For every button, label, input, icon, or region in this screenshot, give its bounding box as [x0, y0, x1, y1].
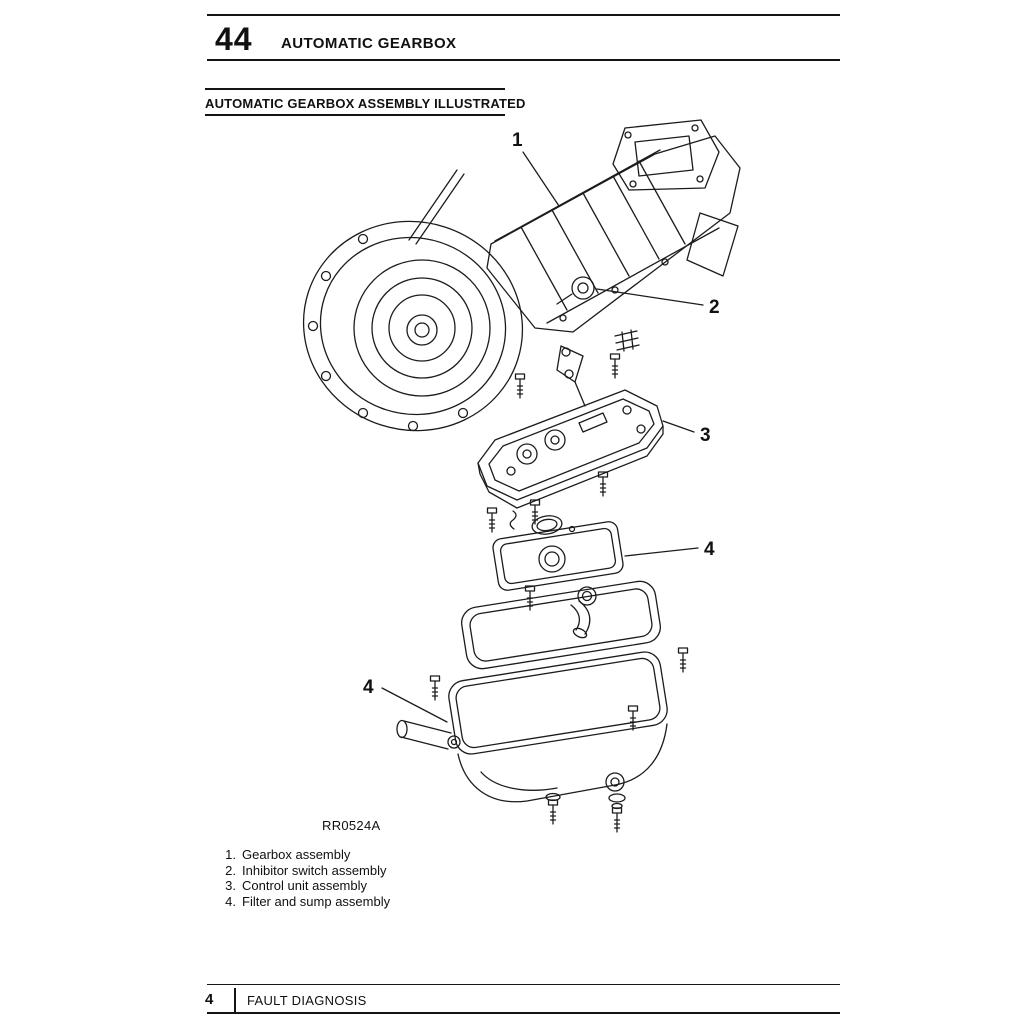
- callout-2-leader: [596, 288, 704, 306]
- list-item: 1. Gearbox assembly: [220, 847, 390, 863]
- breather-bracket: [614, 329, 640, 352]
- bolt: [627, 705, 639, 731]
- sump-pan: [448, 651, 668, 803]
- gearbox-body: [486, 135, 741, 333]
- filler-tube: [408, 169, 465, 245]
- part-number: 4.: [225, 893, 236, 909]
- bolt: [486, 507, 498, 533]
- bolt: [677, 647, 689, 673]
- figure-reference: RR0524A: [322, 818, 381, 833]
- pickup-tube: [570, 586, 597, 639]
- header-top-rule: [207, 14, 840, 16]
- converter-housing-flange: [612, 119, 720, 191]
- exploded-gearbox-diagram: 1 2 3 4 4: [302, 119, 741, 833]
- retaining-clip: [509, 510, 517, 530]
- bolt: [514, 373, 526, 399]
- callout-1-leader: [522, 151, 560, 207]
- footer-divider: [234, 988, 236, 1012]
- callout-3-leader: [662, 420, 695, 433]
- rear-mount: [686, 212, 739, 277]
- header-title: AUTOMATIC GEARBOX: [281, 35, 457, 52]
- callout-2: 2: [709, 297, 720, 318]
- parts-list: 1. Gearbox assembly 2. Inhibitor switch …: [220, 847, 390, 909]
- part-number: 3.: [225, 878, 236, 893]
- bolt: [547, 799, 559, 825]
- part-number: 1.: [225, 847, 236, 862]
- footer-bottom-rule: [207, 1012, 840, 1014]
- footer-title: FAULT DIAGNOSIS: [247, 993, 367, 1008]
- inhibitor-switch: [556, 276, 595, 305]
- control-unit: [477, 389, 664, 509]
- section-heading: AUTOMATIC GEARBOX ASSEMBLY ILLUSTRATED: [205, 96, 526, 111]
- part-label: Inhibitor switch assembly: [242, 862, 387, 878]
- part-label: Filter and sump assembly: [242, 893, 391, 909]
- drain-plug: [608, 793, 626, 810]
- section-heading-top-rule: [205, 88, 505, 90]
- part-number: 2.: [225, 862, 236, 878]
- bolt: [429, 675, 441, 701]
- callout-1: 1: [512, 130, 523, 151]
- callout-3: 3: [700, 425, 711, 446]
- header-bottom-rule: [207, 59, 840, 61]
- sump-gasket: [461, 580, 661, 670]
- selector-linkage: [556, 345, 586, 407]
- part-label: Control unit assembly: [242, 878, 367, 893]
- callout-4-leader: [624, 547, 699, 557]
- bolt: [597, 471, 609, 497]
- part-label: Gearbox assembly: [242, 847, 351, 862]
- footer-top-rule: [207, 984, 840, 985]
- filter-plate: [492, 515, 624, 591]
- footer-page-number: 4: [205, 991, 214, 1008]
- list-item: 2. Inhibitor switch assembly: [220, 863, 390, 879]
- callout-4b-leader: [381, 687, 448, 723]
- callout-4: 4: [704, 539, 715, 560]
- section-number: 44: [215, 21, 253, 57]
- extension-tube: [396, 719, 461, 750]
- bell-housing: [302, 220, 524, 432]
- bolt: [609, 353, 621, 379]
- list-item: 4. Filter and sump assembly: [220, 894, 390, 910]
- figure: 1 2 3 4 4: [195, 118, 835, 840]
- list-item: 3. Control unit assembly: [220, 878, 390, 894]
- callout-4b: 4: [363, 677, 374, 698]
- section-heading-underline: [205, 114, 505, 116]
- bolt: [611, 807, 623, 833]
